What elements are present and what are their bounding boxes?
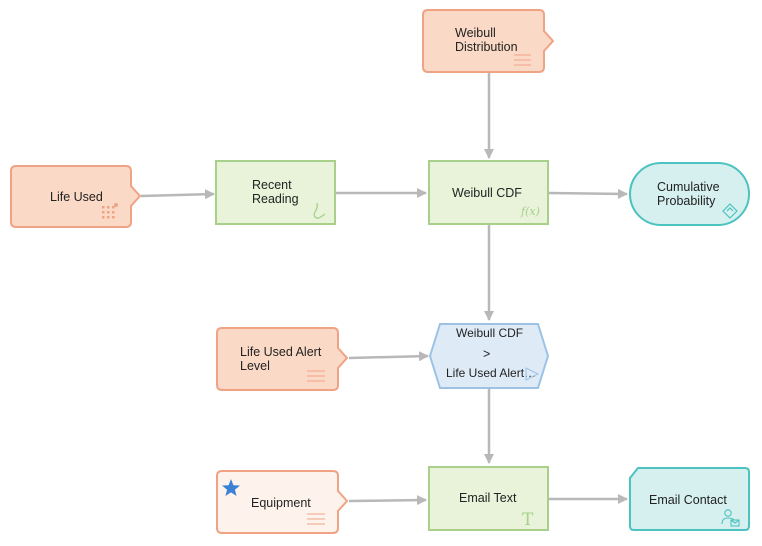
node-weibull-distribution[interactable]: Weibull Distribution — [422, 9, 555, 73]
node-label: Weibull CDF — [456, 326, 523, 340]
node-label: Life Used Alert… — [446, 366, 536, 380]
connector-lifeused-to-reading — [140, 189, 215, 200]
grid-dots-icon — [102, 203, 118, 219]
connector-alertlevel-to-comparison — [348, 351, 429, 362]
node-label: Weibull CDF — [452, 186, 522, 200]
comparison-operator: > — [483, 347, 490, 361]
node-label: Cumulative — [657, 180, 720, 194]
node-label: Weibull — [455, 26, 496, 40]
node-email-text[interactable]: Email Text T — [428, 466, 549, 531]
node-life-used-alert-level[interactable]: Life Used Alert Level — [216, 327, 349, 391]
lines-icon — [307, 370, 325, 382]
node-comparison[interactable]: Weibull CDF > Life Used Alert… — [428, 323, 550, 389]
node-email-contact[interactable]: Email Contact — [629, 467, 750, 531]
node-label: Distribution — [455, 40, 518, 54]
contact-icon — [721, 509, 740, 527]
node-label: Email Text — [459, 491, 517, 505]
node-cumulative-probability[interactable]: Cumulative Probability — [629, 162, 750, 226]
node-life-used[interactable]: Life Used — [10, 165, 142, 228]
connector-cdf-to-probability — [548, 188, 628, 199]
play-icon — [525, 367, 540, 381]
text-icon: T — [522, 510, 534, 530]
node-label: Reading — [252, 192, 299, 206]
star-icon — [222, 479, 240, 496]
node-equipment[interactable]: Equipment — [216, 470, 349, 534]
function-icon: f(x) — [520, 205, 540, 218]
lines-icon — [307, 513, 325, 525]
node-label: Level — [240, 359, 270, 373]
node-weibull-cdf[interactable]: Weibull CDF f(x) — [428, 160, 549, 225]
curve-icon — [313, 202, 326, 219]
node-label: Life Used Alert — [240, 345, 322, 359]
connectors — [140, 72, 628, 506]
diamond-icon — [722, 203, 738, 219]
lines-icon — [514, 54, 531, 66]
node-label: Equipment — [251, 496, 311, 510]
connector-equipment-to-emailtext — [348, 495, 427, 506]
node-label: Email Contact — [649, 493, 727, 507]
node-recent-reading[interactable]: Recent Reading — [215, 160, 336, 225]
node-label: Probability — [657, 194, 716, 208]
node-label: Life Used — [50, 190, 103, 204]
node-label: Recent — [252, 178, 292, 192]
